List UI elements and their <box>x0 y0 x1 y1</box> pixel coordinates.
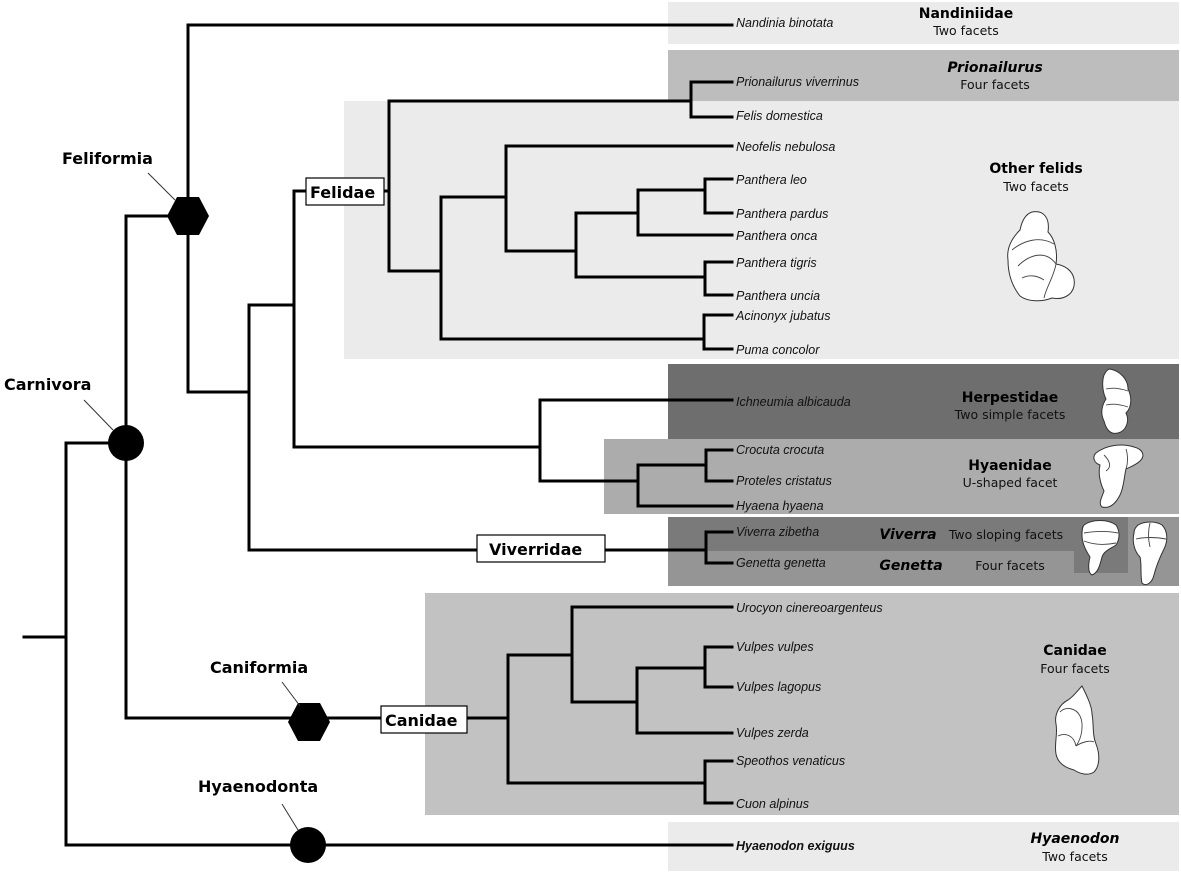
clade-label-hyaenodonta: Hyaenodonta <box>198 777 318 796</box>
group-sub-herpestidae: Two simple facets <box>954 407 1066 422</box>
node-markers <box>83 172 330 863</box>
clade-label-caniformia: Caniformia <box>210 658 308 677</box>
caniformia-node-hexagon <box>288 703 330 741</box>
feliformia-leader <box>147 172 176 201</box>
panel-prionailurus <box>668 50 1179 101</box>
taxon-prionailurus: Prionailurus viverrinus <box>736 75 859 89</box>
taxon-ichneumia: Ichneumia albicauda <box>736 395 851 409</box>
taxon-panthera-tigris: Panthera tigris <box>736 256 817 270</box>
group-title-genetta: Genetta <box>879 558 942 574</box>
taxon-vulpes-vulpes: Vulpes vulpes <box>736 640 814 654</box>
taxon-proteles: Proteles cristatus <box>736 474 832 488</box>
felidae-box-label: Felidae <box>310 183 375 202</box>
clade-labels: Carnivora Feliformia Caniformia Hyaenodo… <box>4 149 318 796</box>
panel-nandiniidae <box>668 2 1179 44</box>
taxon-felis: Felis domestica <box>736 109 823 123</box>
taxon-neofelis: Neofelis nebulosa <box>736 140 835 154</box>
felidae-box <box>305 177 385 206</box>
carnivora-leader <box>83 399 114 431</box>
hyaenodonta-leader <box>281 803 299 831</box>
canidae-box-label: Canidae <box>385 711 458 730</box>
tooth-illustrations <box>1007 211 1168 775</box>
tooth-viverra-icon <box>1081 520 1120 576</box>
boxed-family-labels: Felidae Viverridae Canidae <box>305 177 606 734</box>
tooth-hyaenidae-icon <box>1093 444 1144 508</box>
group-title-canidae: Canidae <box>1043 643 1106 659</box>
group-sub-other-felids: Two facets <box>1002 179 1068 194</box>
group-title-hyaenodon: Hyaenodon <box>1031 831 1120 847</box>
hyaenodonta-node-circle <box>290 827 326 863</box>
group-title-viverra: Viverra <box>879 527 936 543</box>
group-sub-genetta: Four facets <box>975 558 1044 573</box>
taxon-panthera-uncia: Panthera uncia <box>736 289 820 303</box>
panel-viverra <box>668 517 1074 551</box>
group-sub-viverra: Two sloping facets <box>948 527 1063 542</box>
tooth-herpestidae-icon <box>1101 368 1132 434</box>
taxon-acinonyx: Acinonyx jubatus <box>735 309 831 323</box>
panel-hyaenodon <box>668 822 1179 871</box>
viverridae-box-label: Viverridae <box>489 540 582 559</box>
panel-canidae <box>425 593 1179 815</box>
group-titles: Nandiniidae Two facets Prionailurus Four… <box>879 6 1119 864</box>
taxon-crocuta: Crocuta crocuta <box>736 443 824 457</box>
panel-hyaenidae <box>604 439 1179 514</box>
taxon-hyaenodon: Hyaenodon exiguus <box>736 839 855 853</box>
taxon-vulpes-zerda: Vulpes zerda <box>736 726 809 740</box>
taxon-speothos: Speothos venaticus <box>736 754 845 768</box>
group-title-herpestidae: Herpestidae <box>962 390 1058 406</box>
tooth-canidae-icon <box>1054 685 1100 775</box>
group-title-hyaenidae: Hyaenidae <box>968 458 1052 474</box>
tooth-other-felids-icon <box>1007 211 1075 302</box>
taxon-hyaena: Hyaena hyaena <box>736 499 824 513</box>
carnivora-node-circle <box>108 425 144 461</box>
group-sub-nandiniidae: Two facets <box>932 23 998 38</box>
panel-herpestidae <box>668 364 1179 439</box>
caniformia-leader <box>281 681 301 707</box>
taxon-cuon: Cuon alpinus <box>736 797 809 811</box>
tree-branches <box>22 23 734 847</box>
taxon-panthera-pardus: Panthera pardus <box>736 207 828 221</box>
taxon-vulpes-lagopus: Vulpes lagopus <box>736 680 821 694</box>
group-sub-hyaenodon: Two facets <box>1041 849 1107 864</box>
taxon-puma: Puma concolor <box>736 343 820 357</box>
taxon-nandinia: Nandinia binotata <box>736 16 833 30</box>
viverridae-box <box>476 534 606 563</box>
tooth-genetta-icon <box>1132 521 1168 586</box>
group-sub-hyaenidae: U-shaped facet <box>963 475 1058 490</box>
clade-label-carnivora: Carnivora <box>4 375 91 394</box>
taxon-urocyon: Urocyon cinereoargenteus <box>736 601 883 615</box>
feliformia-node-hexagon <box>167 197 209 235</box>
taxon-labels: Nandinia binotata Prionailurus viverrinu… <box>735 16 883 853</box>
taxon-genetta: Genetta genetta <box>736 556 826 570</box>
canidae-box <box>380 705 468 734</box>
group-title-other-felids: Other felids <box>989 161 1082 177</box>
group-panels <box>344 2 1179 871</box>
taxon-viverra: Viverra zibetha <box>736 525 819 539</box>
group-sub-canidae: Four facets <box>1040 661 1109 676</box>
clade-label-feliformia: Feliformia <box>62 149 153 168</box>
panel-other-felids-top <box>668 101 1179 131</box>
taxon-panthera-leo: Panthera leo <box>736 173 807 187</box>
taxon-panthera-onca: Panthera onca <box>736 229 817 243</box>
group-sub-prionailurus: Four facets <box>960 77 1029 92</box>
group-title-nandiniidae: Nandiniidae <box>919 6 1013 22</box>
group-title-prionailurus: Prionailurus <box>947 60 1042 76</box>
